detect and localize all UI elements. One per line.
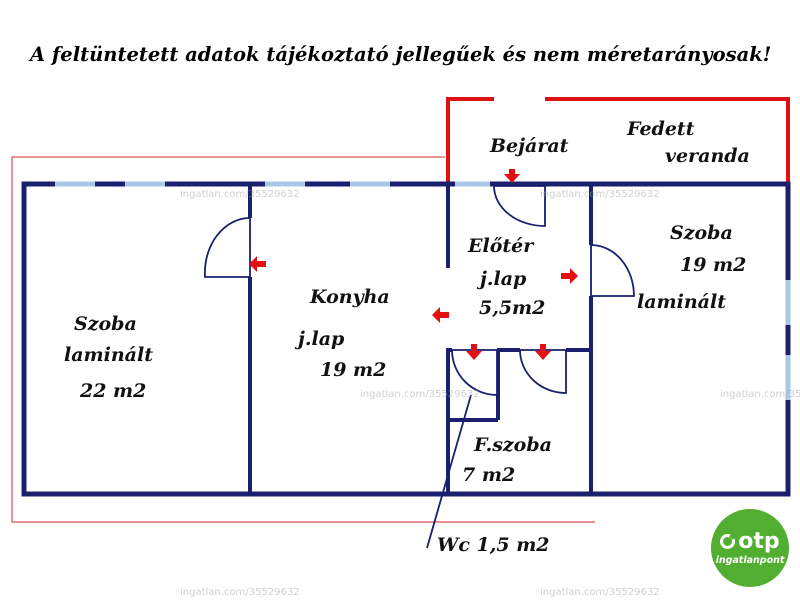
plot-boundary-line xyxy=(11,156,595,523)
hall-area: 5,5m2 xyxy=(479,297,546,319)
right-room-floor: laminált xyxy=(637,291,726,313)
watermark-text: ingatlan.com/35529632 xyxy=(360,389,480,400)
logo-brand-text: otp xyxy=(738,528,780,554)
interior-walls xyxy=(248,184,593,494)
arrow-left-icon xyxy=(432,307,449,323)
arrow-right-icon xyxy=(561,268,578,284)
otp-logo: otp ingatlanpont xyxy=(711,509,789,587)
bathroom-area: 7 m2 xyxy=(462,464,516,486)
door-swings xyxy=(204,185,635,396)
otp-logo-icon xyxy=(720,534,736,550)
watermark-text: ingatlan.com/35529632 xyxy=(180,587,300,598)
arrow-down-icon xyxy=(535,344,551,360)
watermark-text: ingatlan.com/35529632 xyxy=(540,587,660,598)
windows xyxy=(55,181,791,400)
veranda-label-line2: veranda xyxy=(665,145,750,167)
arrow-down-icon xyxy=(504,169,520,183)
left-room-floor: laminált xyxy=(64,344,153,366)
wc-label: Wc 1,5 m2 xyxy=(437,534,550,556)
bathroom-name: F.szoba xyxy=(474,434,552,456)
hall-floor: j.lap xyxy=(480,268,527,290)
watermark-text: ingatlan.com/35529632 xyxy=(180,189,300,200)
watermark-text: ingatlan.com/35529632 xyxy=(720,389,800,400)
left-room-name: Szoba xyxy=(74,313,137,335)
kitchen-floor: j.lap xyxy=(298,328,345,350)
veranda-outline xyxy=(446,97,790,183)
door-arrows xyxy=(249,169,578,360)
right-room-area: 19 m2 xyxy=(680,254,747,276)
kitchen-name: Konyha xyxy=(310,286,390,308)
kitchen-area: 19 m2 xyxy=(320,359,387,381)
entrance-label: Bejárat xyxy=(490,135,569,157)
right-room-name: Szoba xyxy=(670,222,733,244)
wc-leader-line xyxy=(426,394,472,549)
disclaimer-text: A feltüntetett adatok tájékoztató jelleg… xyxy=(30,43,772,66)
left-room-area: 22 m2 xyxy=(80,380,147,402)
veranda-label-line1: Fedett xyxy=(627,118,695,140)
hall-name: Előtér xyxy=(468,235,534,257)
watermark-text: ingatlan.com/35529632 xyxy=(540,189,660,200)
logo-subtitle: ingatlanpont xyxy=(715,554,785,566)
arrow-left-icon xyxy=(249,256,266,272)
arrow-down-icon xyxy=(466,344,482,360)
